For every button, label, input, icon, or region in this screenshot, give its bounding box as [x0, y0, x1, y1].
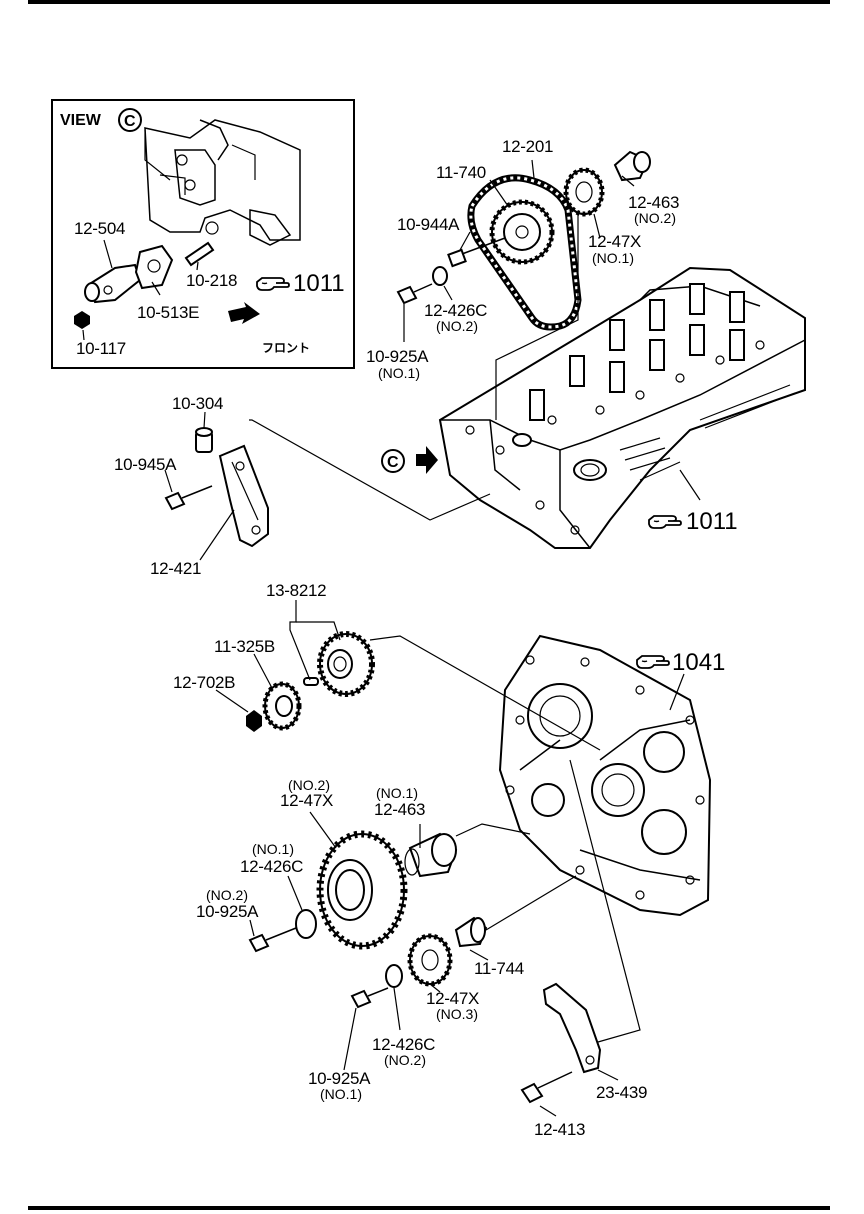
label-12-463-no1: (NO.1) [376, 785, 418, 801]
label-12-702B: 12-702B [173, 673, 235, 692]
cylinder-head [438, 266, 806, 549]
label-12-426C-no2: (NO.2) [384, 1052, 426, 1068]
upper-reference-1011: 1011 [686, 508, 738, 535]
inset-frame [51, 99, 355, 369]
label-12-47X-no2: (NO.2) [288, 777, 330, 793]
label-12-421: 12-421 [150, 559, 201, 578]
washer-12-426C-no2-upper [432, 266, 448, 286]
bolt-10-925A-no1-lower [350, 987, 389, 1009]
label-12-47X-a: 12-47X [280, 791, 333, 810]
label-13-8212: 13-8212 [266, 581, 326, 600]
inset-leader-lines [82, 130, 199, 341]
label-10-925A: 10-925A [366, 347, 429, 366]
chain-guide-12-421 [218, 444, 269, 548]
upper-leader-lines [249, 159, 701, 521]
inset-label-10-117: 10-117 [76, 339, 126, 358]
view-c-marker: C [387, 454, 399, 471]
idler-shaft-12-463-no2 [613, 150, 651, 182]
label-12-201: 12-201 [502, 137, 553, 156]
label-12-426C-a: 12-426C [240, 857, 303, 876]
label-11-325B: 11-325B [214, 637, 275, 656]
label-12-47X: 12-47X [588, 232, 641, 251]
guide-leader-lines [164, 411, 235, 561]
label-12-47X-no3: (NO.3) [436, 1006, 478, 1022]
bush-11-744 [454, 916, 488, 948]
label-10-925A-no1: (NO.1) [320, 1086, 362, 1102]
label-10-925A-a: 10-925A [196, 902, 259, 921]
inset-label-10-218: 10-218 [186, 271, 237, 290]
front-arrow-icon [228, 302, 260, 324]
case-bolt-holes [505, 655, 705, 900]
head-bolt-holes [465, 340, 765, 535]
view-c-inset: VIEW C [51, 99, 355, 369]
lower-top-leader-lines [215, 600, 601, 751]
lower-reference-hand-icon [636, 655, 670, 669]
head-cam-bearings [529, 283, 745, 421]
inset-reference-1011: 1011 [293, 270, 345, 297]
label-12-463-lower: 12-463 [374, 800, 425, 819]
label-11-740: 11-740 [436, 163, 486, 182]
inset-label-10-513E: 10-513E [137, 303, 199, 322]
inset-view-marker: C [124, 113, 136, 130]
lower-leader-lines [249, 759, 641, 1117]
inset-view-marker-circle [118, 108, 142, 132]
inset-engine-block [144, 119, 301, 246]
reference-1041-leader [669, 673, 685, 711]
gear-12-47X-no2 [316, 830, 408, 950]
washer-12-426C-no1 [295, 909, 317, 939]
inset-front-label: フロント [262, 341, 310, 355]
tensioner-arm-23-439 [542, 982, 602, 1074]
timing-case [498, 634, 712, 917]
idler-gear-12-47X-no1 [563, 167, 605, 217]
cam-sprocket-11-740 [489, 199, 555, 265]
label-12-426C-b: 12-426C [372, 1035, 435, 1054]
label-12-426C: 12-426C [424, 301, 487, 320]
inset-label-12-504: 12-504 [74, 219, 125, 238]
label-10-304: 10-304 [172, 394, 223, 413]
bolt-10-945A [164, 485, 213, 511]
inset-view-label: VIEW [60, 112, 102, 129]
inset-part-10-218 [184, 241, 215, 267]
bottom-rule [28, 1206, 830, 1210]
label-12-413: 12-413 [534, 1120, 585, 1139]
nut-12-702B [246, 710, 262, 732]
label-12-47X-no: (NO.1) [592, 250, 634, 266]
inset-part-10-117 [74, 311, 90, 329]
bolt-12-413 [520, 1071, 573, 1104]
label-12-47X-b: 12-47X [426, 989, 479, 1008]
label-10-944A: 10-944A [397, 215, 460, 234]
sprocket-11-325B [262, 681, 302, 731]
upper-reference-hand-icon [648, 515, 682, 529]
gear-13-8212 [317, 631, 375, 697]
timing-chain-12-201 [467, 174, 582, 331]
bolt-10-944A [447, 237, 506, 268]
dowel-10-304 [195, 427, 213, 453]
label-12-426C-no: (NO.2) [436, 318, 478, 334]
inset-part-10-513E [134, 244, 174, 290]
label-11-744: 11-744 [474, 959, 524, 978]
idler-shaft-12-463-no1 [404, 832, 458, 878]
top-rule [28, 0, 830, 4]
label-10-925A-b: 10-925A [308, 1069, 371, 1088]
label-12-426C-no1: (NO.1) [252, 841, 294, 857]
label-10-925A-no2: (NO.2) [206, 887, 248, 903]
washer-12-426C-no2-lower [385, 964, 403, 988]
view-c-marker-circle [381, 449, 405, 473]
label-12-463-no: (NO.2) [634, 210, 676, 226]
label-10-925A-no: (NO.1) [378, 365, 420, 381]
key-pin [303, 677, 319, 686]
label-12-463: 12-463 [628, 193, 679, 212]
view-c-arrow-icon [416, 446, 438, 474]
gear-12-47X-no3 [407, 933, 453, 987]
bolt-10-925A-no2 [248, 927, 297, 953]
bolt-10-925A-no1-upper [396, 283, 433, 305]
lower-reference-1041: 1041 [672, 649, 725, 676]
label-23-439: 23-439 [596, 1083, 647, 1102]
label-10-945A: 10-945A [114, 455, 177, 474]
